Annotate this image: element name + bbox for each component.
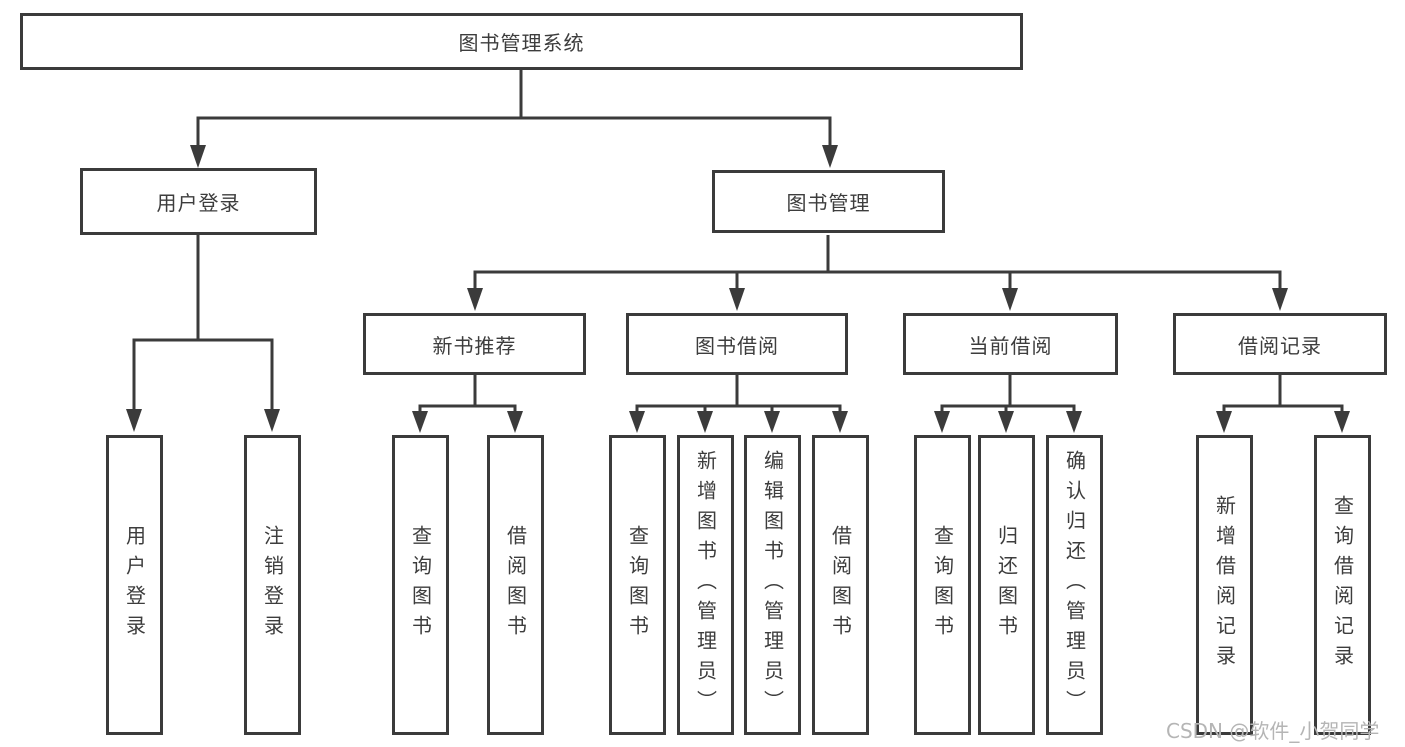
node-leaf-user-login-label: 用户登录 [122, 525, 147, 645]
node-leaf-br-add-record-label: 新增借阅记录 [1212, 495, 1237, 675]
node-leaf-bb-edit-books-admin-label: 编辑图书（管理员） [760, 450, 785, 720]
node-borrowing-records-label: 借阅记录 [1238, 333, 1322, 358]
node-leaf-logout: 注销登录 [244, 435, 301, 735]
node-leaf-nbr-borrow-books: 借阅图书 [487, 435, 544, 735]
node-leaf-br-query-record: 查询借阅记录 [1314, 435, 1371, 735]
node-current-borrowing-label: 当前借阅 [968, 333, 1053, 358]
node-leaf-cb-return-books-label: 归还图书 [994, 525, 1019, 645]
node-leaf-bb-add-books-admin: 新增图书（管理员） [677, 435, 734, 735]
node-leaf-bb-borrow-books-label: 借阅图书 [828, 525, 853, 645]
node-book-borrowing: 图书借阅 [626, 313, 848, 375]
node-leaf-cb-confirm-return-admin-label: 确认归还（管理员） [1062, 450, 1087, 720]
node-user-login: 用户登录 [80, 168, 317, 235]
node-leaf-logout-label: 注销登录 [260, 525, 285, 645]
node-leaf-nbr-query-books: 查询图书 [392, 435, 449, 735]
node-book-management: 图书管理 [712, 170, 945, 233]
node-leaf-bb-add-books-admin-label: 新增图书（管理员） [693, 450, 718, 720]
node-leaf-user-login: 用户登录 [106, 435, 163, 735]
node-leaf-br-add-record: 新增借阅记录 [1196, 435, 1253, 735]
node-borrowing-records: 借阅记录 [1173, 313, 1387, 375]
node-library-management-system: 图书管理系统 [20, 13, 1023, 70]
csdn-watermark: CSDN @软件_小贺同学 [1166, 719, 1380, 743]
node-leaf-nbr-borrow-books-label: 借阅图书 [503, 525, 528, 645]
arrowheads [126, 145, 1350, 433]
node-library-management-system-label: 图书管理系统 [458, 31, 585, 55]
node-leaf-nbr-query-books-label: 查询图书 [408, 525, 433, 645]
node-leaf-bb-query-books-label: 查询图书 [625, 525, 650, 645]
node-book-borrowing-label: 图书借阅 [695, 333, 779, 358]
node-leaf-bb-borrow-books: 借阅图书 [812, 435, 869, 735]
node-leaf-bb-query-books: 查询图书 [609, 435, 666, 735]
node-new-book-recommend: 新书推荐 [363, 313, 586, 375]
node-user-login-label: 用户登录 [156, 191, 241, 215]
node-new-book-recommend-label: 新书推荐 [432, 333, 517, 358]
node-leaf-cb-confirm-return-admin: 确认归还（管理员） [1046, 435, 1103, 735]
node-leaf-bb-edit-books-admin: 编辑图书（管理员） [744, 435, 801, 735]
node-leaf-cb-query-books-label: 查询图书 [930, 525, 955, 645]
node-book-management-label: 图书管理 [786, 191, 871, 215]
node-leaf-cb-return-books: 归还图书 [978, 435, 1035, 735]
node-leaf-br-query-record-label: 查询借阅记录 [1330, 495, 1355, 675]
node-current-borrowing: 当前借阅 [903, 313, 1118, 375]
node-leaf-cb-query-books: 查询图书 [914, 435, 971, 735]
